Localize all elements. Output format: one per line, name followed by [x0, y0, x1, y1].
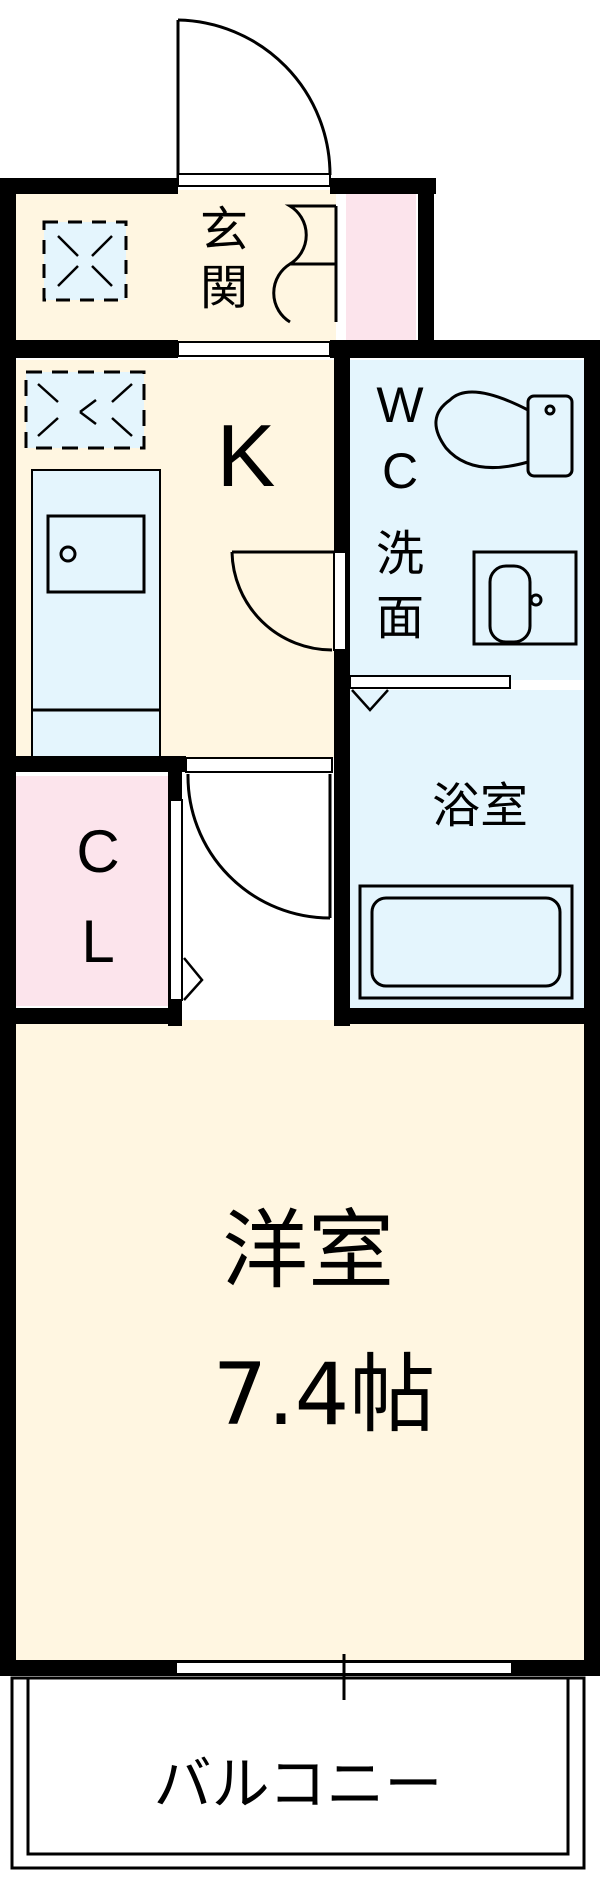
wash-basin	[472, 550, 578, 646]
wc-senmen-floor	[350, 360, 584, 680]
genkan-label-2: 関	[200, 260, 248, 316]
wc-label-1: W	[376, 377, 424, 433]
genkan-shoe-box	[272, 204, 338, 324]
room-door-swing	[186, 773, 332, 920]
kitchen-counter	[31, 469, 161, 759]
western-room-size: 7.4帖	[213, 1345, 436, 1445]
senmen-label-2: 面	[376, 590, 424, 646]
bathtub	[358, 884, 574, 1000]
western-room-label: 洋室	[222, 1201, 394, 1301]
bath-label: 浴室	[432, 778, 528, 834]
genkan-to-kitchen-opening	[177, 341, 331, 357]
genkan-vent-symbol	[42, 220, 128, 302]
balcony	[10, 1676, 586, 1870]
closet-label-1: C	[76, 818, 119, 885]
closet-label-2: L	[81, 908, 114, 975]
genkan-pink-storage	[346, 190, 416, 342]
bath-floor	[350, 690, 584, 1008]
kitchen-label: K	[217, 406, 276, 505]
closet-floor	[16, 776, 168, 1006]
balcony-label: バルコニー	[154, 1750, 443, 1818]
western-room-floor	[16, 1020, 584, 1662]
senmen-label-1: 洗	[376, 526, 424, 582]
wc-label-2: C	[382, 443, 418, 499]
kitchen-door-swing	[230, 550, 334, 652]
bath-door-swing	[351, 689, 389, 712]
kitchen-door-frame	[333, 551, 347, 651]
kitchen-sink	[32, 514, 160, 712]
washroom-door-frame	[349, 675, 511, 689]
toilet	[434, 390, 574, 478]
kitchen-room-door-frame	[185, 757, 333, 773]
closet-door-marker	[183, 957, 204, 1001]
kitchen-vent-symbol	[24, 370, 146, 450]
entry-door	[176, 18, 332, 187]
genkan-label-1: 玄	[200, 202, 248, 258]
closet-door-frame	[169, 799, 183, 1001]
